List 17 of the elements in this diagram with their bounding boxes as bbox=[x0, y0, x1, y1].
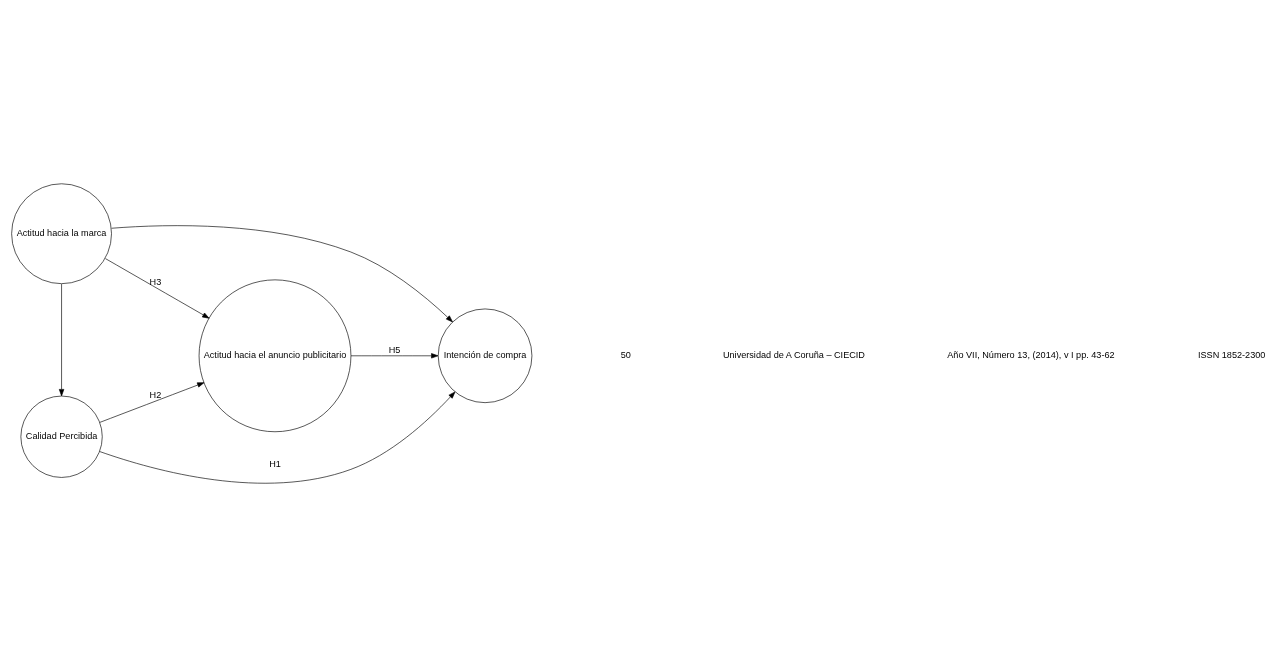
label: ISSN 1852-2300 bbox=[1197, 349, 1266, 360]
arrow bbox=[99, 381, 205, 423]
edge-label: H5 bbox=[388, 344, 401, 355]
arrow bbox=[58, 283, 65, 396]
label: 50 bbox=[620, 349, 631, 360]
arrow bbox=[111, 224, 453, 322]
arrow bbox=[350, 352, 439, 358]
arrow bbox=[99, 391, 456, 484]
label: Año VII, Número 13, (2014), v I pp. 43-62 bbox=[947, 349, 1115, 360]
node-circle: Actitud hacia la marca bbox=[11, 182, 112, 284]
node-circle: Calidad Percibida bbox=[20, 395, 103, 478]
edge-label: H2 bbox=[149, 389, 162, 400]
arrow bbox=[105, 257, 210, 319]
edge-label: H3 bbox=[149, 276, 162, 287]
label: Universidad de A Coruña – CIECID bbox=[722, 349, 865, 360]
node-circle: Intención de compra bbox=[437, 308, 533, 403]
edge-label: H1 bbox=[269, 458, 281, 469]
